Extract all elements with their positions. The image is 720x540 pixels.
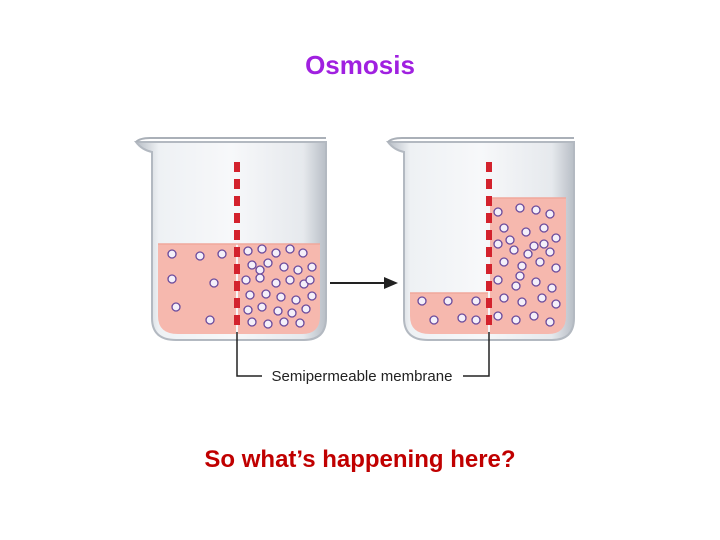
solute-particle (551, 263, 561, 273)
solute-particle (263, 319, 273, 329)
solute-particle (279, 317, 289, 327)
solute-particle (167, 274, 177, 284)
solute-particle (285, 275, 295, 285)
solute-particle (539, 239, 549, 249)
solute-particle (255, 265, 265, 275)
slide-question: So what’s happening here? (204, 446, 516, 473)
solute-particle (517, 261, 527, 271)
solute-particle (167, 249, 177, 259)
slide-title: Osmosis (305, 50, 415, 80)
solute-particle (217, 249, 227, 259)
solute-particle (529, 241, 539, 251)
solute-particle (298, 248, 308, 258)
beaker-rim (135, 137, 326, 143)
solute-particle (493, 311, 503, 321)
beaker-before (133, 137, 327, 341)
particles-before (167, 244, 317, 329)
membrane-label-bracket: Semipermeable membrane (236, 332, 490, 385)
solute-particle (523, 249, 533, 259)
solute-particle (276, 292, 286, 302)
solute-particle (551, 299, 561, 309)
solute-particle (205, 315, 215, 325)
solute-particle (247, 317, 257, 327)
solution-left-side (410, 293, 488, 334)
solute-particle (511, 281, 521, 291)
solute-particle (545, 209, 555, 219)
solute-particle (535, 257, 545, 267)
solute-particle (245, 290, 255, 300)
solute-particle (271, 278, 281, 288)
solute-particle (505, 235, 515, 245)
solute-particle (293, 265, 303, 275)
solute-particle (285, 244, 295, 254)
solute-particle (517, 297, 527, 307)
solute-particle (493, 239, 503, 249)
solute-particle (247, 260, 257, 270)
solute-particle (511, 315, 521, 325)
right-arrow-icon (330, 277, 398, 289)
solute-particle (521, 227, 531, 237)
solute-particle (171, 302, 181, 312)
solute-particle (539, 223, 549, 233)
solute-particle (429, 315, 439, 325)
solute-particle (471, 315, 481, 325)
solute-particle (443, 296, 453, 306)
solute-particle (493, 275, 503, 285)
solute-particle (515, 203, 525, 213)
solute-particle (499, 223, 509, 233)
solute-particle (243, 305, 253, 315)
solute-particle (537, 293, 547, 303)
solute-particle (499, 293, 509, 303)
solute-particle (195, 251, 205, 261)
solute-particle (457, 313, 467, 323)
solution-left-side (158, 244, 236, 334)
solute-particle (279, 262, 289, 272)
solute-particle (287, 308, 297, 318)
solute-particle (307, 291, 317, 301)
solute-particle (209, 278, 219, 288)
solute-particle (305, 275, 315, 285)
solute-particle (255, 273, 265, 283)
solute-particle (261, 289, 271, 299)
solute-particle (257, 244, 267, 254)
solution-right-side (490, 198, 566, 334)
solute-particle (515, 271, 525, 281)
solute-particle (531, 277, 541, 287)
particles-after (417, 203, 561, 327)
solute-particle (531, 205, 541, 215)
solute-particle (243, 246, 253, 256)
solute-particle (545, 317, 555, 327)
solute-particle (551, 233, 561, 243)
solute-particle (257, 302, 267, 312)
solute-particle (291, 295, 301, 305)
solute-particle (241, 275, 251, 285)
solute-particle (545, 247, 555, 257)
beaker-rim (387, 137, 574, 143)
solute-particle (295, 318, 305, 328)
beaker-after (385, 137, 575, 341)
solute-particle (509, 245, 519, 255)
solute-particle (301, 304, 311, 314)
solute-particle (263, 258, 273, 268)
solute-particle (417, 296, 427, 306)
solute-particle (307, 262, 317, 272)
solute-particle (493, 207, 503, 217)
solute-particle (271, 248, 281, 258)
solute-particle (547, 283, 557, 293)
membrane-label: Semipermeable membrane (272, 368, 453, 385)
solute-particle (273, 306, 283, 316)
solute-particle (529, 311, 539, 321)
solute-particle (471, 296, 481, 306)
solute-particle (499, 257, 509, 267)
